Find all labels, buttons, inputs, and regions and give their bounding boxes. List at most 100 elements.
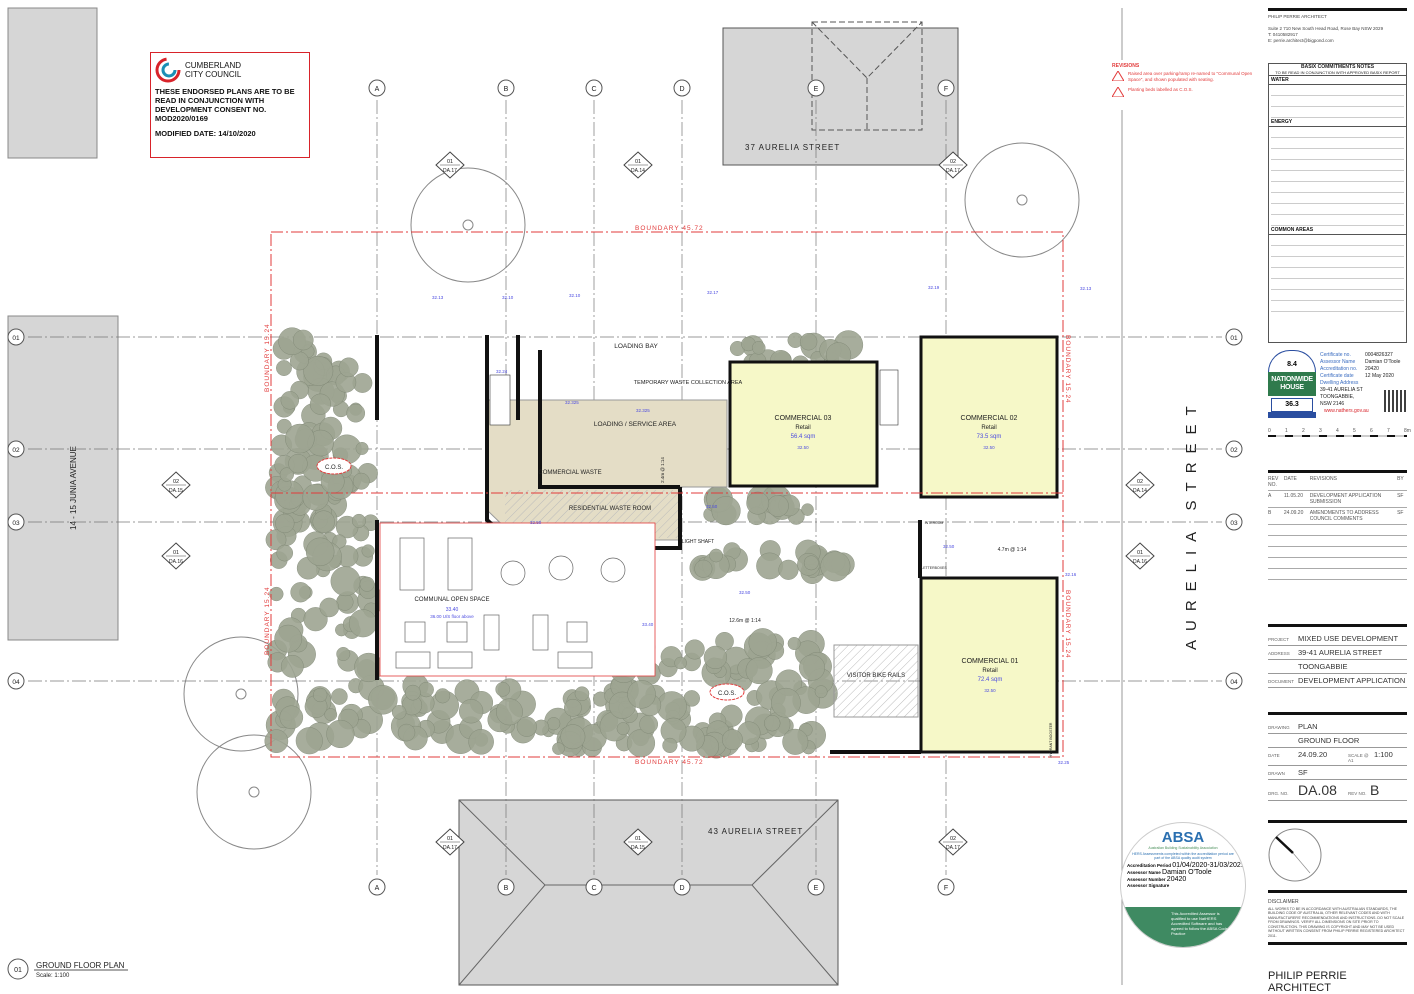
divider xyxy=(1268,712,1407,715)
grid-bubble-F: F xyxy=(937,79,955,97)
architect-details: PHILIP PERRIE ARCHITECT Suite 2 710 New … xyxy=(1268,14,1407,44)
planting-shrub xyxy=(326,719,355,749)
commercial-03-area-label: 56.4 sqm xyxy=(791,434,816,440)
svg-text:01: 01 xyxy=(1230,335,1238,342)
planting-shrub xyxy=(397,723,416,742)
svg-text:01: 01 xyxy=(635,159,641,165)
communal-note: 36.00 U/S floor above xyxy=(430,614,474,619)
planting-shrub xyxy=(778,559,799,580)
planting-shrub xyxy=(312,687,328,703)
revision-notes: REVISIONS Raised area over parking/ramp … xyxy=(1112,63,1262,101)
svg-text:02: 02 xyxy=(12,447,20,454)
plan-title-num: 01 xyxy=(14,967,22,974)
planting-beds xyxy=(264,327,864,759)
planting-shrub xyxy=(616,722,630,736)
plan-title: GROUND FLOOR PLAN xyxy=(36,961,125,970)
drawing-level: GROUND FLOOR xyxy=(1298,736,1360,745)
planting-shrub xyxy=(748,628,777,657)
scale-tick: 0 xyxy=(1268,428,1271,434)
architect-name: PHILIP PERRIE ARCHITECT xyxy=(1268,970,1347,994)
planting-shrub xyxy=(564,698,582,717)
svg-text:B: B xyxy=(504,86,509,93)
svg-text:DA.16: DA.16 xyxy=(169,559,183,565)
boundary-left-upper: BOUNDARY 15.24 xyxy=(264,323,271,392)
cos-label-1: C.O.S. xyxy=(325,465,343,471)
commercial-03-level: 32.50 xyxy=(797,445,809,450)
planting-shrub xyxy=(799,333,818,351)
planting-shrub xyxy=(458,699,484,724)
grid-bubble-A: A xyxy=(368,878,386,896)
neighbour-building-topleft xyxy=(7,7,98,159)
nathers-brand: NATIONWIDE HOUSE xyxy=(1268,372,1316,396)
grid-bubble-E: E xyxy=(807,79,825,97)
room-residential-waste: RESIDENTIAL WASTE ROOM xyxy=(569,506,651,512)
spot-level: 32.13 xyxy=(1080,286,1092,291)
walls xyxy=(375,335,922,754)
plan-title-bubble xyxy=(7,958,29,980)
council-modified-date: MODIFIED DATE: 14/10/2020 xyxy=(155,129,256,138)
spot-level: 32.325 xyxy=(636,408,650,413)
planting-shrub xyxy=(560,724,586,750)
grid-bubble-02: 02 xyxy=(7,440,25,458)
commercial-01-name: COMMERCIAL 01 xyxy=(962,658,1019,665)
spot-level: 32.50 xyxy=(530,520,542,525)
scale-tick: 4 xyxy=(1336,428,1339,434)
planting-shrub xyxy=(674,656,687,670)
planting-shrub xyxy=(391,704,407,720)
room-light-shaft: LIGHT SHAFT xyxy=(682,539,714,545)
revision-number: B xyxy=(1370,782,1380,798)
revision-note-2: Planting beds labelled as C.O.S. xyxy=(1128,87,1193,92)
planting-shrub xyxy=(279,705,304,730)
svg-text:F: F xyxy=(944,885,948,892)
building-label-43: 43 AURELIA STREET xyxy=(708,827,803,836)
commercial-01-area xyxy=(919,576,1059,754)
grid-bubble-04: 04 xyxy=(1225,672,1243,690)
svg-text:DA.16: DA.16 xyxy=(1133,559,1147,565)
ramp-2: 4.7m @ 1:14 xyxy=(998,547,1027,553)
svg-text:02: 02 xyxy=(173,479,179,485)
nathers-address: 39-41 AURELIA ST TOONGABBIE, NSW 2146 xyxy=(1320,387,1363,407)
svg-text:A: A xyxy=(375,86,380,93)
divider xyxy=(1268,820,1407,823)
planting-shrub xyxy=(346,403,366,423)
svg-text:E: E xyxy=(814,885,819,892)
commercial-03-use: Retail xyxy=(795,425,810,431)
north-arrow-icon xyxy=(1268,828,1322,882)
planting-shrub xyxy=(468,729,494,755)
project-name: MIXED USE DEVELOPMENT xyxy=(1298,634,1399,643)
planting-shrub xyxy=(820,551,851,582)
planting-shrub xyxy=(290,582,311,603)
grid-bubble-03: 03 xyxy=(7,513,25,531)
room-commercial-waste: COMMERCIAL WASTE xyxy=(538,470,601,476)
svg-text:02: 02 xyxy=(1230,447,1238,454)
commercial-03-area xyxy=(728,360,879,488)
svg-text:01: 01 xyxy=(1137,550,1143,556)
spot-level: 33.40 xyxy=(642,622,654,627)
absa-stamp: ABSA Australian Building Sustainability … xyxy=(1120,822,1246,948)
revision-note-1: Raised area over parking/ramp re-named t… xyxy=(1128,71,1253,82)
planting-shrub xyxy=(302,483,330,511)
boundary-top: BOUNDARY 45.72 xyxy=(635,225,704,232)
street-label-junia: 14 - 15 JUNIA AVENUE xyxy=(69,446,78,530)
boundary-bottom: BOUNDARY 45.72 xyxy=(635,759,704,766)
planting-shrub xyxy=(368,685,398,715)
grid-bubble-F: F xyxy=(937,878,955,896)
scale-tick: 6 xyxy=(1370,428,1373,434)
building-label-37: 37 AURELIA STREET xyxy=(745,143,840,152)
council-stamp: CUMBERLAND CITY COUNCIL THESE ENDORSED P… xyxy=(150,52,310,158)
spot-level: 32.17 xyxy=(707,290,719,295)
planting-shrub xyxy=(319,597,340,618)
spot-level: 32.25 xyxy=(1058,760,1070,765)
grid-bubble-03: 03 xyxy=(1225,513,1243,531)
project-suburb: TOONGABBIE xyxy=(1298,662,1348,671)
svg-text:01: 01 xyxy=(447,159,453,165)
planting-shrub xyxy=(694,559,713,578)
planting-shrub xyxy=(516,716,537,737)
boundary-right-lower: BOUNDARY 15.24 xyxy=(1064,590,1071,659)
planting-shrub xyxy=(656,691,687,722)
